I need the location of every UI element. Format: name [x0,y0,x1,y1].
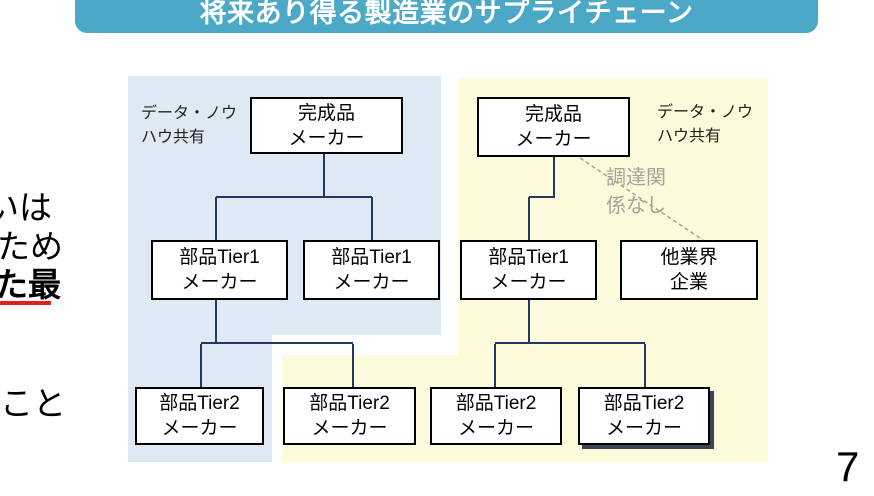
tier2-maker-box-2: 部品Tier2 メーカー [283,387,416,445]
right-data-share-label: データ・ノウ ハウ共有 [657,104,754,145]
left-text-fragment-3: た最 [0,266,61,303]
no-procurement-label: 調達関 係なし [606,167,666,217]
left-tier1-maker-box-1: 部品Tier1 メーカー [151,240,288,300]
tier2-maker-box-4: 部品Tier2 メーカー [578,387,710,445]
left-tier1-maker-box-2: 部品Tier1 メーカー [303,240,440,300]
slide-title: 将来あり得る製造業のサプライチェーン [199,0,694,28]
left-data-share-label: データ・ノウ ハウ共有 [141,105,238,146]
tier2-maker-box-3: 部品Tier2 メーカー [430,387,562,445]
right-tier1-maker-box: 部品Tier1 メーカー [460,240,597,300]
other-industry-company-box: 他業界 企業 [620,240,758,300]
left-finished-goods-maker-box: 完成品 メーカー [250,97,403,154]
left-text-fragment-4: こと [0,385,66,422]
red-underline [0,301,51,305]
page-number: 7 [836,443,860,490]
slide-title-bar: 将来あり得る製造業のサプライチェーン [75,0,818,33]
right-finished-goods-maker-box: 完成品 メーカー [477,97,630,157]
tier2-maker-box-1: 部品Tier2 メーカー [135,387,264,445]
left-text-fragment-2: ため [0,228,63,265]
left-text-fragment-1: いは [0,189,52,226]
